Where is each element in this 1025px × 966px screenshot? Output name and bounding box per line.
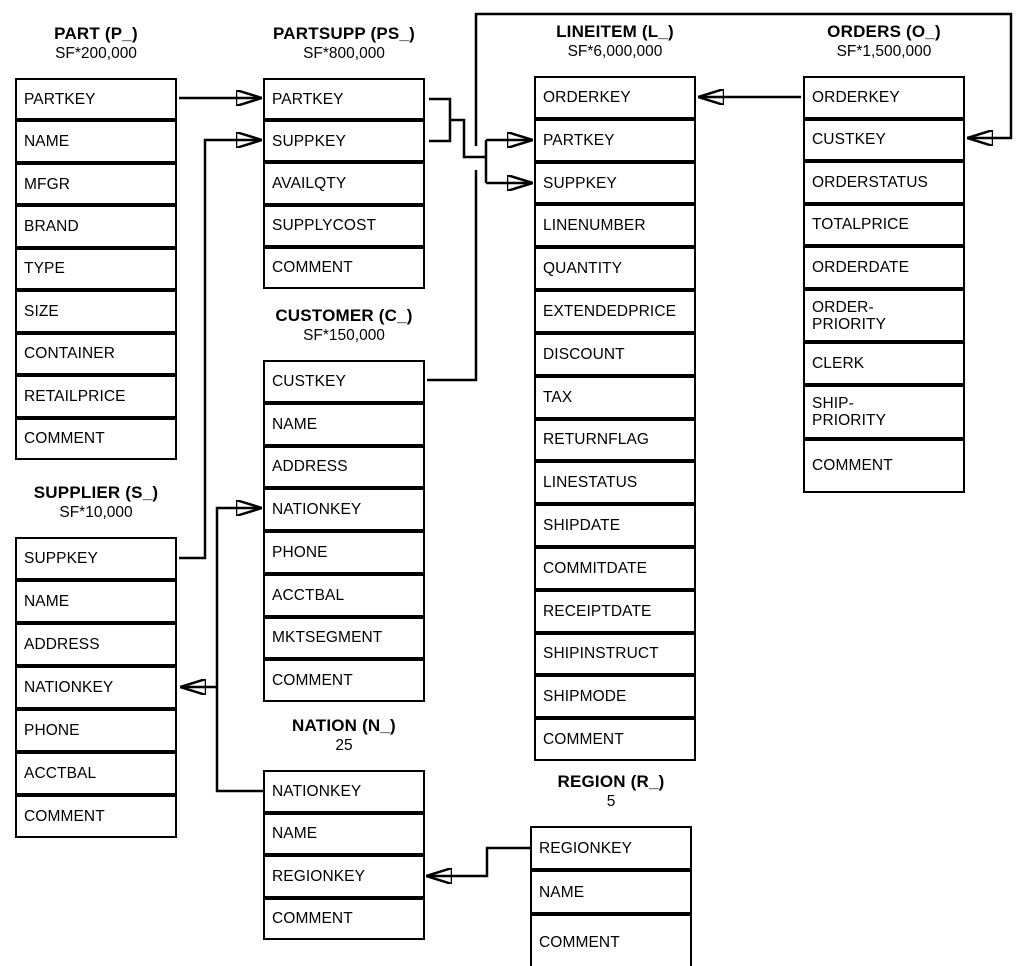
table-region: REGION (R_) 5 REGIONKEY NAME COMMENT xyxy=(530,772,692,966)
partsupp-column-supplycost: SUPPLYCOST xyxy=(263,204,425,247)
region-column-comment: COMMENT xyxy=(530,913,692,966)
supplier-column-phone: PHONE xyxy=(15,709,177,752)
supplier-column-comment: COMMENT xyxy=(15,795,177,838)
table-partsupp-title: PARTSUPP (PS_) xyxy=(273,24,415,43)
edge-partsupp-to-lineitem-partkey-suppkey xyxy=(429,97,533,183)
part-column-size: SIZE xyxy=(15,290,177,333)
nation-column-name: NAME xyxy=(263,812,425,855)
part-column-partkey: PARTKEY xyxy=(15,78,177,121)
table-supplier-title: SUPPLIER (S_) xyxy=(33,483,159,502)
lineitem-column-linestatus: LINESTATUS xyxy=(534,461,696,505)
part-column-container: CONTAINER xyxy=(15,332,177,376)
lineitem-column-partkey: PARTKEY xyxy=(534,118,696,162)
lineitem-column-extendedprice: EXTENDEDPRICE xyxy=(534,290,696,333)
orders-column-orderdate: ORDERDATE xyxy=(803,246,965,289)
table-lineitem-cardinality: SF*6,000,000 xyxy=(567,43,663,60)
table-partsupp-cardinality: SF*800,000 xyxy=(303,45,385,62)
orders-column-orderstatus: ORDERSTATUS xyxy=(803,161,965,204)
table-region-title: REGION (R_) xyxy=(557,772,665,791)
table-customer-columns: CUSTKEY NAME ADDRESS NATIONKEY PHONE ACC… xyxy=(263,360,425,702)
table-supplier-cardinality: SF*10,000 xyxy=(59,504,133,521)
table-supplier: SUPPLIER (S_) SF*10,000 SUPPKEY NAME ADD… xyxy=(15,483,177,838)
orders-column-totalprice: TOTALPRICE xyxy=(803,203,965,247)
table-orders-title: ORDERS (O_) xyxy=(827,22,941,41)
table-lineitem-title: LINEITEM (L_) xyxy=(556,22,674,41)
lineitem-column-tax: TAX xyxy=(534,375,696,419)
nation-column-regionkey: REGIONKEY xyxy=(263,855,425,898)
table-part-columns: PARTKEY NAME MFGR BRAND TYPE SIZE CONTAI… xyxy=(15,78,177,460)
part-column-mfgr: MFGR xyxy=(15,162,177,206)
orders-column-orderpriority: ORDER- PRIORITY xyxy=(803,288,965,343)
partsupp-column-comment: COMMENT xyxy=(263,246,425,290)
table-customer-cardinality: SF*150,000 xyxy=(303,327,385,344)
lineitem-column-returnflag: RETURNFLAG xyxy=(534,418,696,462)
supplier-column-name: NAME xyxy=(15,580,177,623)
customer-column-address: ADDRESS xyxy=(263,445,425,489)
partsupp-column-suppkey: SUPPKEY xyxy=(263,120,425,163)
supplier-column-nationkey: NATIONKEY xyxy=(15,666,177,709)
table-orders-cardinality: SF*1,500,000 xyxy=(836,43,932,60)
orders-column-orderkey: ORDERKEY xyxy=(803,76,965,119)
customer-column-nationkey: NATIONKEY xyxy=(263,488,425,531)
table-nation-title: NATION (N_) xyxy=(292,716,396,735)
edge-nation-to-customer-nationkey xyxy=(215,508,263,793)
orders-column-shippriority: SHIP- PRIORITY xyxy=(803,384,965,439)
customer-column-phone: PHONE xyxy=(263,531,425,574)
orders-column-comment: COMMENT xyxy=(803,438,965,494)
customer-column-name: NAME xyxy=(263,402,425,446)
table-customer-title: CUSTOMER (C_) xyxy=(275,306,413,325)
lineitem-column-quantity: QUANTITY xyxy=(534,247,696,291)
supplier-column-suppkey: SUPPKEY xyxy=(15,537,177,580)
customer-column-mktsegment: MKTSEGMENT xyxy=(263,616,425,660)
lineitem-column-orderkey: ORDERKEY xyxy=(534,76,696,119)
edge-supplier-to-partsupp-suppkey xyxy=(179,140,262,560)
table-nation: NATION (N_) 25 NATIONKEY NAME REGIONKEY … xyxy=(263,716,425,940)
table-nation-cardinality: 25 xyxy=(335,737,353,754)
table-part: PART (P_) SF*200,000 PARTKEY NAME MFGR B… xyxy=(15,24,177,460)
region-column-regionkey: REGIONKEY xyxy=(530,826,692,871)
table-part-cardinality: SF*200,000 xyxy=(55,45,137,62)
lineitem-column-commitdate: COMMITDATE xyxy=(534,546,696,590)
table-lineitem: LINEITEM (L_) SF*6,000,000 ORDERKEY PART… xyxy=(534,22,696,761)
part-column-brand: BRAND xyxy=(15,205,177,248)
nation-column-nationkey: NATIONKEY xyxy=(263,770,425,813)
part-column-comment: COMMENT xyxy=(15,417,177,460)
table-region-columns: REGIONKEY NAME COMMENT xyxy=(530,826,692,966)
part-column-retailprice: RETAILPRICE xyxy=(15,375,177,418)
customer-column-comment: COMMENT xyxy=(263,659,425,702)
part-column-type: TYPE xyxy=(15,247,177,291)
table-orders: ORDERS (O_) SF*1,500,000 ORDERKEY CUSTKE… xyxy=(803,22,965,494)
table-partsupp-columns: PARTKEY SUPPKEY AVAILQTY SUPPLYCOST COMM… xyxy=(263,78,425,290)
part-column-name: NAME xyxy=(15,120,177,163)
table-nation-columns: NATIONKEY NAME REGIONKEY COMMENT xyxy=(263,770,425,940)
lineitem-column-shipinstruct: SHIPINSTRUCT xyxy=(534,632,696,676)
partsupp-column-availqty: AVAILQTY xyxy=(263,162,425,205)
table-supplier-columns: SUPPKEY NAME ADDRESS NATIONKEY PHONE ACC… xyxy=(15,537,177,838)
lineitem-column-discount: DISCOUNT xyxy=(534,332,696,376)
customer-column-custkey: CUSTKEY xyxy=(263,360,425,403)
lineitem-column-shipdate: SHIPDATE xyxy=(534,504,696,547)
lineitem-column-receiptdate: RECEIPTDATE xyxy=(534,589,696,633)
partsupp-column-partkey: PARTKEY xyxy=(263,78,425,121)
table-lineitem-columns: ORDERKEY PARTKEY SUPPKEY LINENUMBER QUAN… xyxy=(534,76,696,761)
supplier-column-acctbal: ACCTBAL xyxy=(15,752,177,795)
supplier-column-address: ADDRESS xyxy=(15,623,177,666)
table-customer: CUSTOMER (C_) SF*150,000 CUSTKEY NAME AD… xyxy=(263,306,425,702)
table-part-title: PART (P_) xyxy=(54,24,138,43)
customer-column-acctbal: ACCTBAL xyxy=(263,573,425,617)
lineitem-column-shipmode: SHIPMODE xyxy=(534,675,696,719)
orders-column-custkey: CUSTKEY xyxy=(803,118,965,162)
region-column-name: NAME xyxy=(530,870,692,914)
table-partsupp: PARTSUPP (PS_) SF*800,000 PARTKEY SUPPKE… xyxy=(263,24,425,290)
table-region-cardinality: 5 xyxy=(606,793,616,810)
nation-column-comment: COMMENT xyxy=(263,897,425,940)
lineitem-column-suppkey: SUPPKEY xyxy=(534,161,696,205)
lineitem-column-linenumber: LINENUMBER xyxy=(534,204,696,248)
lineitem-column-comment: COMMENT xyxy=(534,718,696,761)
edge-region-to-nation-regionkey xyxy=(426,846,530,876)
table-orders-columns: ORDERKEY CUSTKEY ORDERSTATUS TOTALPRICE … xyxy=(803,76,965,494)
orders-column-clerk: CLERK xyxy=(803,342,965,385)
